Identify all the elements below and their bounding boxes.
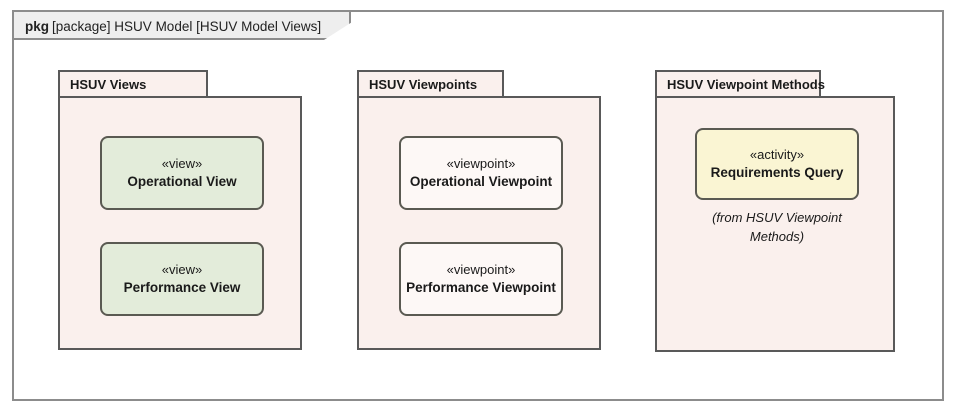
package-hsuv-views[interactable]: HSUV Views «view» Operational View «view…	[58, 70, 302, 350]
diagram-title-label: [package] HSUV Model [HSUV Model Views]	[52, 18, 322, 34]
element-operational-view[interactable]: «view» Operational View	[100, 136, 264, 210]
element-name-label: Requirements Query	[710, 165, 844, 180]
element-source-caption: (from HSUV Viewpoint Methods)	[675, 208, 879, 246]
package-tab-hsuv-viewpoints: HSUV Viewpoints	[357, 70, 504, 98]
package-hsuv-viewpoint-methods[interactable]: HSUV Viewpoint Methods «activity» Requir…	[655, 70, 895, 352]
element-performance-viewpoint[interactable]: «viewpoint» Performance Viewpoint	[399, 242, 563, 316]
diagram-frame-header-tab: pkg [package] HSUV Model [HSUV Model Vie…	[12, 10, 352, 40]
element-stereotype-label: «view»	[161, 262, 203, 277]
element-performance-view[interactable]: «view» Performance View	[100, 242, 264, 316]
package-tab-hsuv-viewpoint-methods: HSUV Viewpoint Methods	[655, 70, 825, 98]
package-tab-hsuv-views: HSUV Views	[58, 70, 208, 98]
diagram-kind-label: pkg	[25, 18, 50, 34]
element-requirements-query[interactable]: «activity» Requirements Query	[695, 128, 859, 200]
package-name-label: HSUV Viewpoints	[369, 76, 478, 92]
element-source-caption-line1: (from HSUV Viewpoint	[712, 210, 842, 225]
element-source-caption-line2: Methods)	[749, 229, 805, 244]
package-name-label: HSUV Viewpoint Methods	[667, 76, 825, 92]
package-name-label: HSUV Views	[70, 76, 147, 92]
element-stereotype-label: «viewpoint»	[446, 156, 516, 171]
element-name-label: Operational Viewpoint	[409, 174, 553, 189]
element-operational-viewpoint[interactable]: «viewpoint» Operational Viewpoint	[399, 136, 563, 210]
element-stereotype-label: «activity»	[749, 147, 805, 162]
element-stereotype-label: «viewpoint»	[446, 262, 516, 277]
element-name-label: Performance Viewpoint	[406, 280, 556, 295]
package-hsuv-viewpoints[interactable]: HSUV Viewpoints «viewpoint» Operational …	[357, 70, 601, 350]
element-stereotype-label: «view»	[161, 156, 203, 171]
element-name-label: Operational View	[127, 174, 237, 189]
element-name-label: Performance View	[123, 280, 241, 295]
